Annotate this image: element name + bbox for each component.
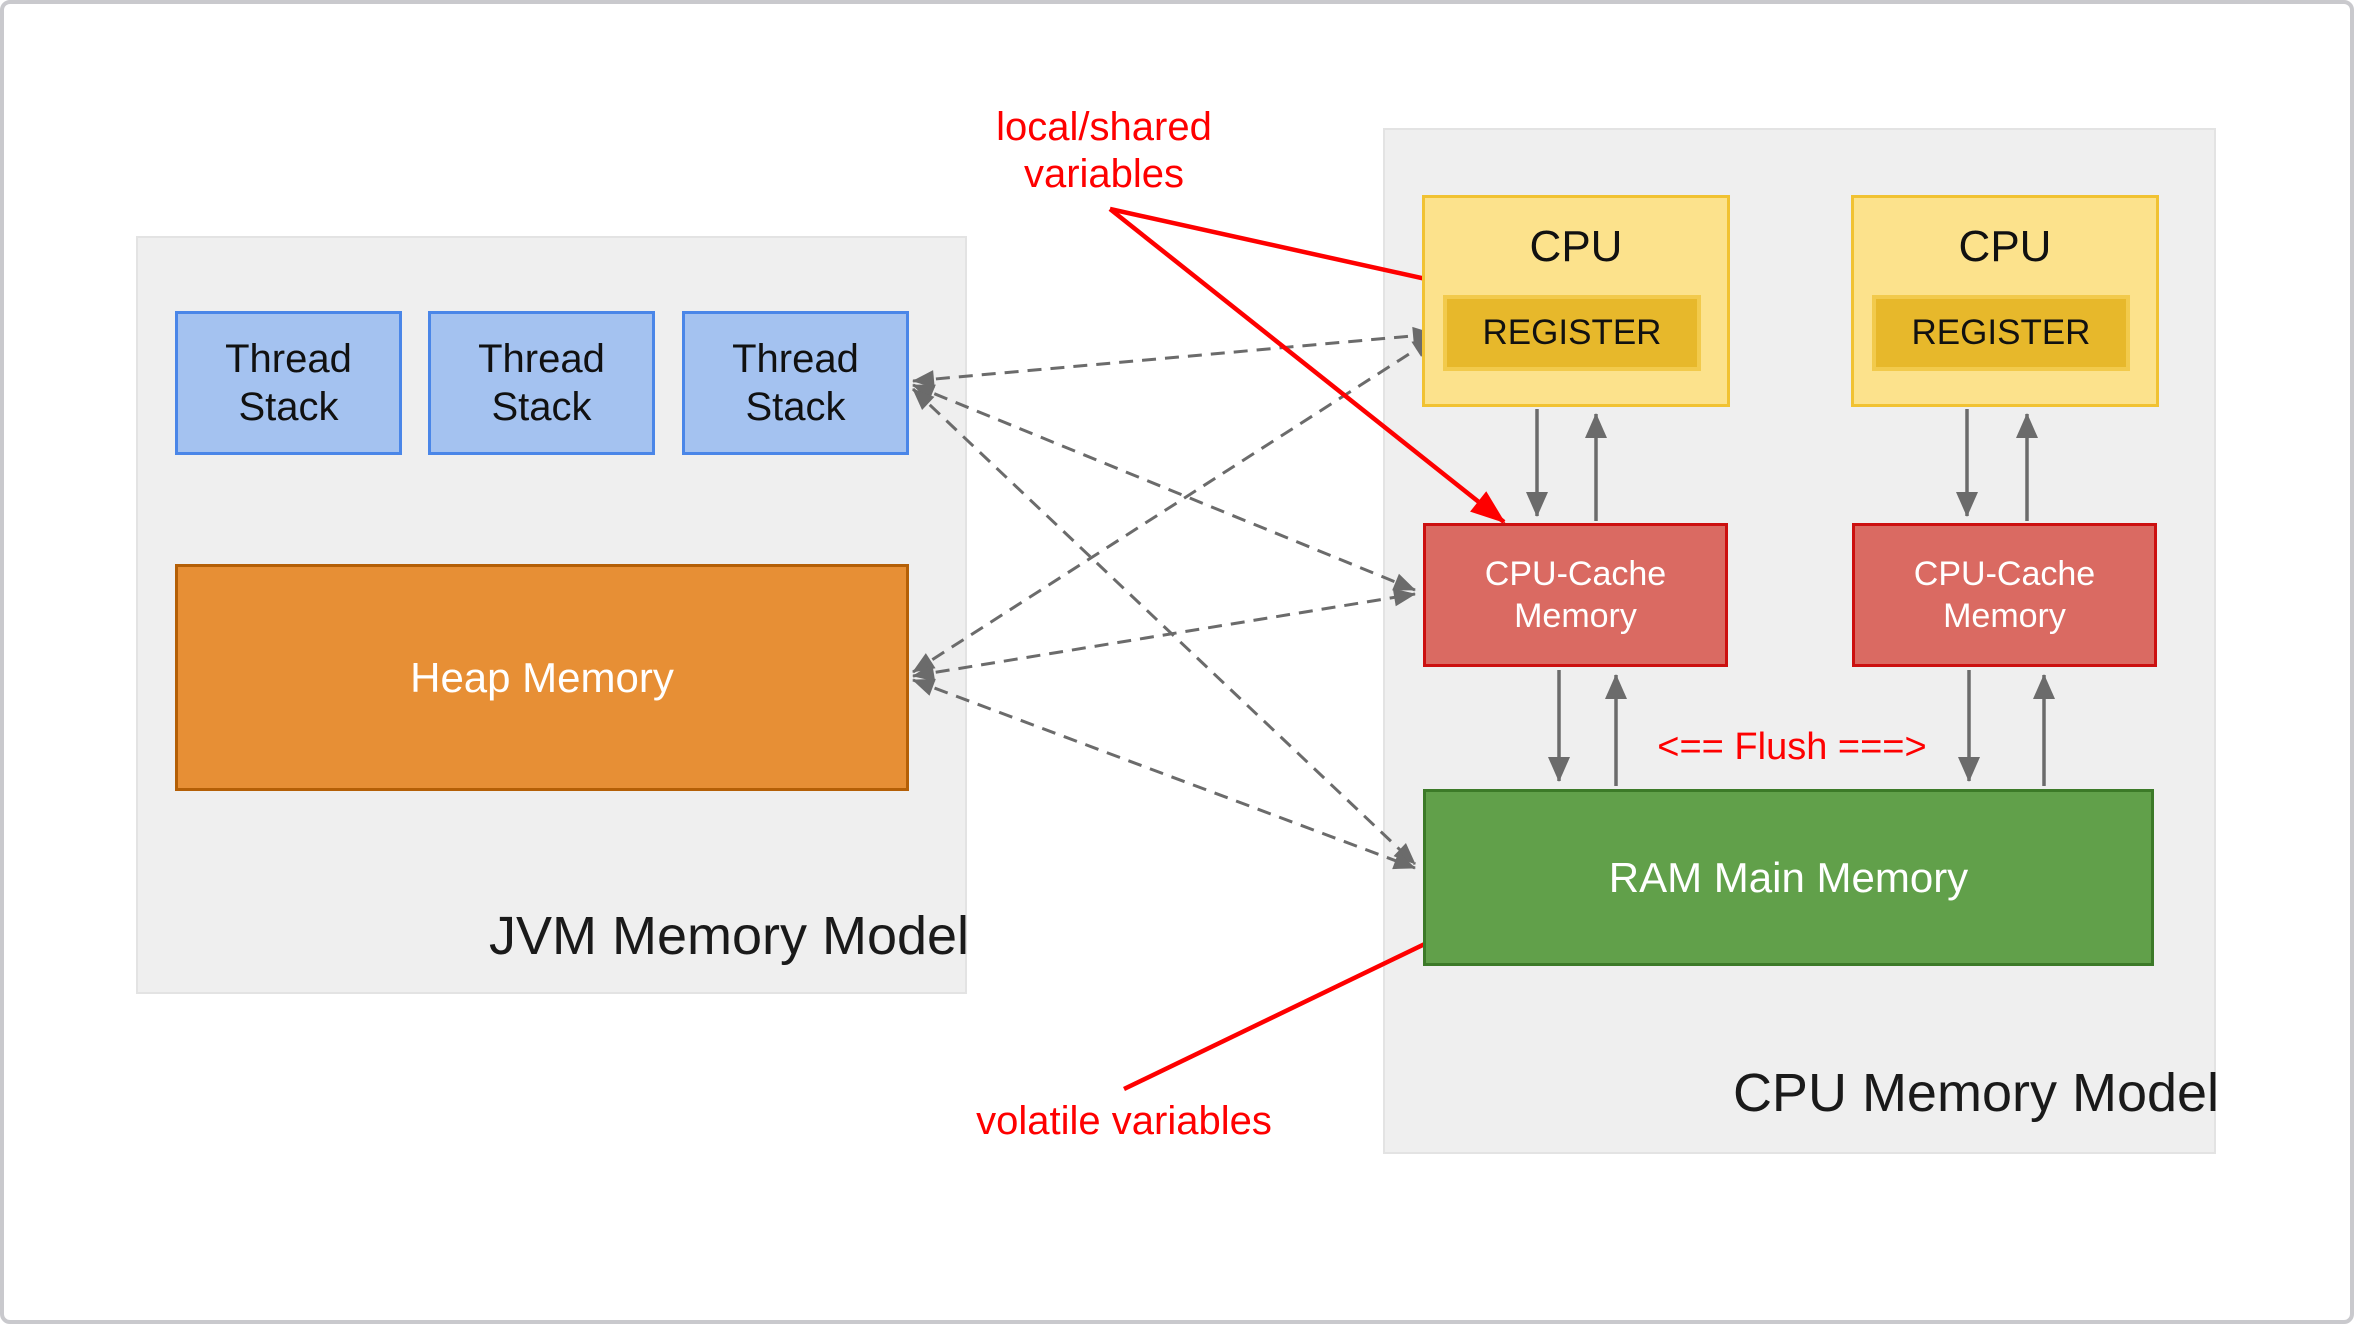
local-shared-variables-annotation: local/shared variables bbox=[996, 105, 1212, 196]
dashed-arrow-threadstack-cache bbox=[912, 383, 1416, 592]
thread-stack-box: Thread Stack bbox=[682, 311, 909, 455]
cpu-cache-memory-box: CPU-Cache Memory bbox=[1423, 523, 1728, 667]
dashed-arrow-heap-register bbox=[912, 336, 1435, 674]
register-box: REGISTER bbox=[1443, 295, 1701, 371]
flush-annotation: <== Flush ===> bbox=[1657, 726, 1927, 768]
dashed-arrow-threadstack-register bbox=[912, 326, 1435, 389]
register-box: REGISTER bbox=[1872, 295, 2130, 371]
thread-stack-box: Thread Stack bbox=[428, 311, 655, 455]
dashed-arrow-heap-ram bbox=[912, 678, 1416, 870]
volatile-variables-annotation: volatile variables bbox=[976, 1099, 1272, 1143]
ram-main-memory-box: RAM Main Memory bbox=[1423, 789, 2154, 966]
dashed-arrow-threadstack-ram bbox=[911, 387, 1417, 866]
dashed-arrow-heap-cache bbox=[912, 588, 1416, 682]
jvm-panel-title: JVM Memory Model bbox=[488, 906, 970, 966]
heap-memory-box: Heap Memory bbox=[175, 564, 909, 791]
cpu-panel-title: CPU Memory Model bbox=[1732, 1063, 2220, 1123]
thread-stack-box: Thread Stack bbox=[175, 311, 402, 455]
cpu-cache-memory-box: CPU-Cache Memory bbox=[1852, 523, 2157, 667]
